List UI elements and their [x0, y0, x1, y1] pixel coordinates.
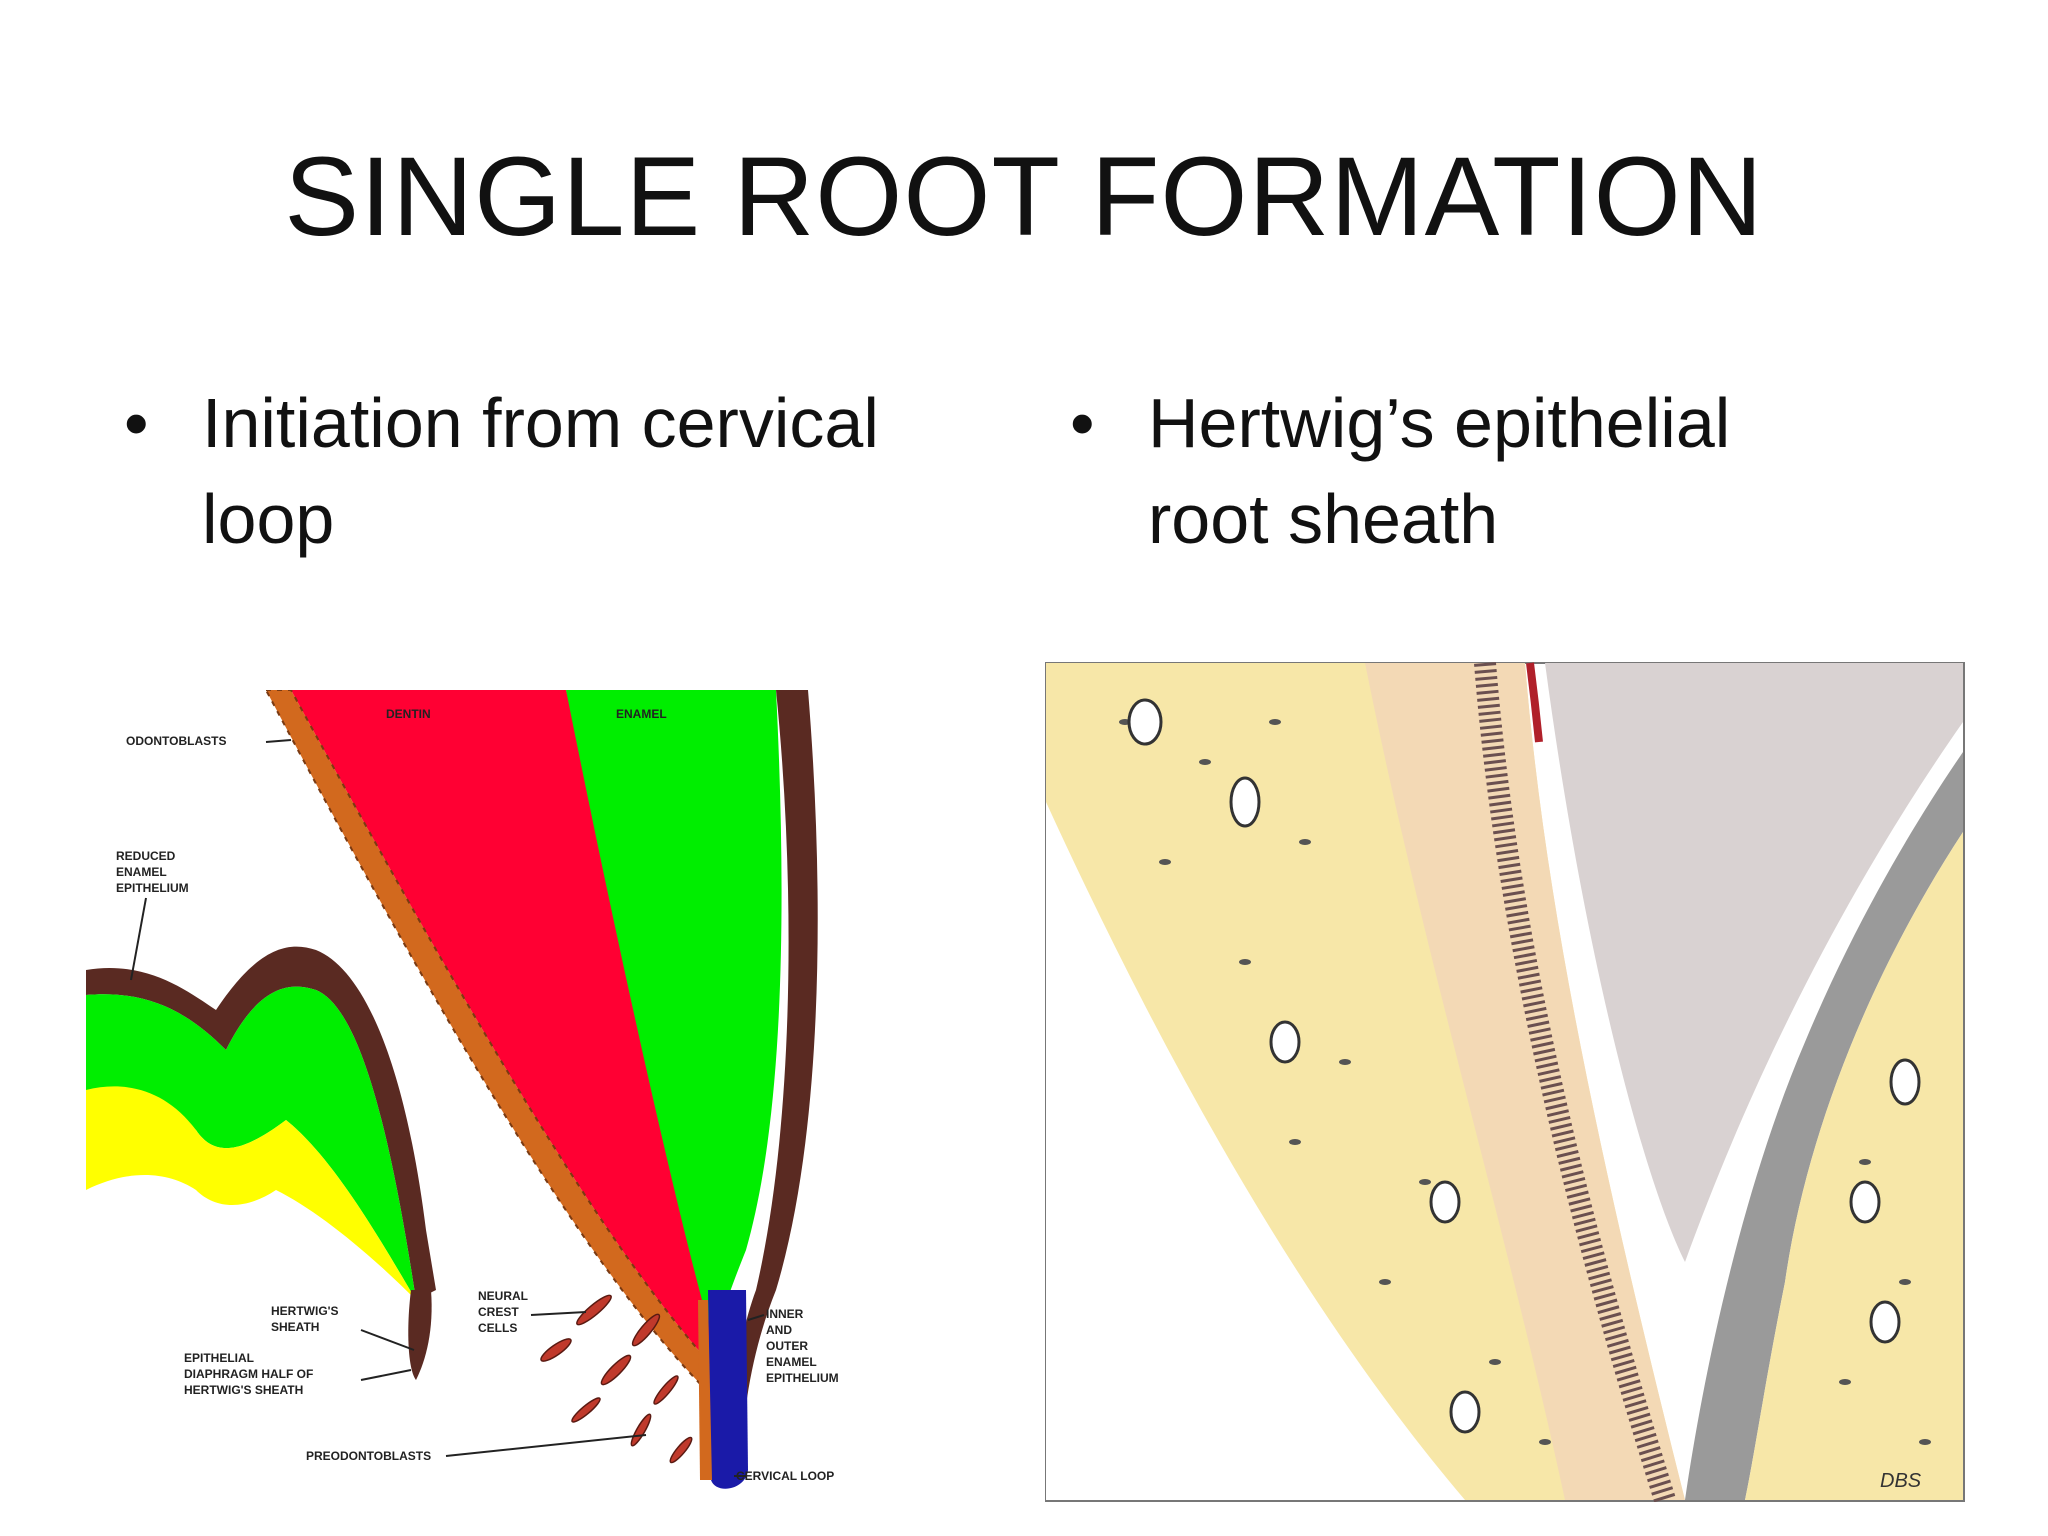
bullet-right-line2: root sheath — [1148, 480, 1499, 558]
bullet-right: • Hertwig’s epithelial root sheath — [1070, 375, 1928, 567]
bullet-right-line1: Hertwig’s epithelial — [1148, 384, 1731, 462]
label-diaphragm-1: EPITHELIAL — [184, 1351, 254, 1365]
neural-crest-cells — [540, 1294, 693, 1464]
label-inner-outer-4: ENAMEL — [766, 1355, 817, 1369]
label-preodontoblasts: PREODONTOBLASTS — [306, 1449, 431, 1463]
label-reduced-3: EPITHELIUM — [116, 881, 189, 895]
enamel-region — [566, 690, 782, 1350]
label-neural-1: NEURAL — [478, 1289, 528, 1303]
label-inner-outer-3: OUTER — [766, 1339, 808, 1353]
label-reduced-2: ENAMEL — [116, 865, 167, 879]
dentin-region — [291, 690, 726, 1370]
cervical-loop-diagram: DENTIN ENAMEL ODONTOBLASTS REDUCED ENAME… — [86, 690, 882, 1500]
label-diaphragm-3: HERTWIG'S SHEATH — [184, 1383, 303, 1397]
bullet-left: • Initiation from cervical loop — [124, 375, 982, 567]
cervical-loop — [708, 1290, 748, 1489]
dentin-gray — [1545, 663, 1963, 1262]
label-odontoblasts: ODONTOBLASTS — [126, 734, 226, 748]
label-hertwigs-1: HERTWIG'S — [271, 1304, 339, 1318]
label-reduced-1: REDUCED — [116, 849, 176, 863]
bullet-left-line2: loop — [202, 480, 335, 558]
dental-papilla — [1365, 663, 1685, 1500]
artist-signature: DBS — [1880, 1470, 1922, 1492]
label-inner-outer-1: INNER — [766, 1307, 804, 1321]
ameloblast-layer — [1685, 752, 1963, 1500]
tissue-cells — [1119, 719, 1931, 1445]
label-dentin: DENTIN — [386, 707, 431, 721]
hertwigs-sheath-tip — [408, 1290, 432, 1380]
bullet-left-line1: Initiation from cervical — [202, 384, 879, 462]
label-inner-outer-2: AND — [766, 1323, 792, 1337]
reduced-enamel-epithelium — [86, 946, 436, 1300]
label-enamel: ENAMEL — [616, 707, 667, 721]
label-diaphragm-2: DIAPHRAGM HALF OF — [184, 1367, 313, 1381]
label-neural-3: CELLS — [478, 1321, 517, 1335]
enamel-region-small — [86, 986, 416, 1300]
blood-vessels — [1127, 698, 1921, 1434]
label-cervical-loop: CERVICAL LOOP — [736, 1469, 834, 1483]
bullet-marker: • — [124, 384, 149, 462]
root-sheath-diagram: DBS — [1045, 662, 1965, 1502]
slide-title: SINGLE ROOT FORMATION — [284, 134, 1764, 259]
coronal-yellow-region — [86, 1086, 416, 1300]
bullet-marker: • — [1070, 384, 1095, 462]
outer-epithelium — [726, 690, 818, 1450]
label-inner-outer-5: EPITHELIUM — [766, 1371, 839, 1385]
label-hertwigs-2: SHEATH — [271, 1320, 319, 1334]
label-neural-2: CREST — [478, 1305, 519, 1319]
